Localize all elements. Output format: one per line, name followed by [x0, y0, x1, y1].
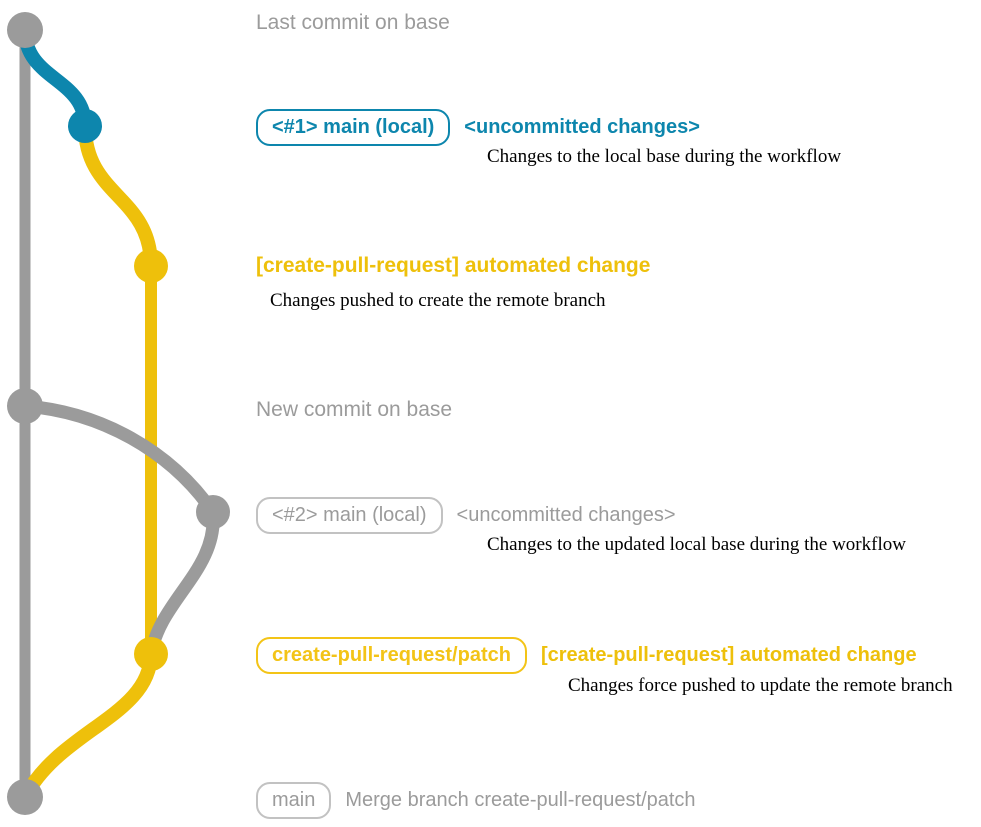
row-automated-commit-2: create-pull-request/patch [create-pull-r…	[256, 637, 917, 674]
row-local-commit-1: <#1> main (local) <uncommitted changes>	[256, 109, 700, 146]
commit-node-base-head	[7, 12, 43, 48]
commit-note-local-1: Changes to the local base during the wor…	[487, 146, 842, 167]
commit-subject-uncommitted-2: <uncommitted changes>	[456, 504, 676, 526]
row-merge-commit: main Merge branch create-pull-request/pa…	[256, 782, 696, 819]
commit-subject-automated-1: [create-pull-request] automated change	[256, 254, 651, 277]
commit-subject-merge: Merge branch create-pull-request/patch	[345, 789, 696, 811]
edge-base-to-local-2	[18, 399, 220, 519]
branch-badge-main-local-1[interactable]: <#1> main (local)	[256, 109, 451, 146]
row-local-commit-2: <#2> main (local) <uncommitted changes>	[256, 497, 676, 534]
commit-node-merge	[7, 779, 43, 815]
commit-node-local-1	[68, 109, 102, 143]
heading-last-commit-on-base: Last commit on base	[256, 11, 450, 34]
commit-node-automated-2	[134, 637, 168, 671]
edge-automated-2-to-merge	[18, 647, 158, 804]
commit-subject-automated-2: [create-pull-request] automated change	[540, 644, 917, 666]
commit-subject-uncommitted-1: <uncommitted changes>	[464, 116, 700, 138]
edge-local-1-to-automated-1	[78, 119, 158, 273]
commit-note-local-2: Changes to the updated local base during…	[487, 534, 906, 555]
row-last-commit-on-base: Last commit on base	[256, 12, 450, 33]
commit-node-local-2	[196, 495, 230, 529]
row-automated-commit-1: [create-pull-request] automated change	[256, 255, 650, 276]
branch-badge-main-local-2[interactable]: <#2> main (local)	[256, 497, 443, 534]
commit-node-automated-1	[134, 249, 168, 283]
row-new-commit-on-base: New commit on base	[256, 399, 452, 420]
commit-note-automated-1: Changes pushed to create the remote bran…	[270, 290, 606, 311]
branch-badge-create-pull-request-patch[interactable]: create-pull-request/patch	[256, 637, 527, 674]
edge-local-2-to-automated-2	[144, 505, 220, 661]
commit-note-automated-2: Changes force pushed to update the remot…	[568, 675, 953, 696]
branch-badge-main[interactable]: main	[256, 782, 332, 819]
heading-new-commit-on-base: New commit on base	[256, 398, 453, 421]
commit-node-base-new	[7, 388, 43, 424]
